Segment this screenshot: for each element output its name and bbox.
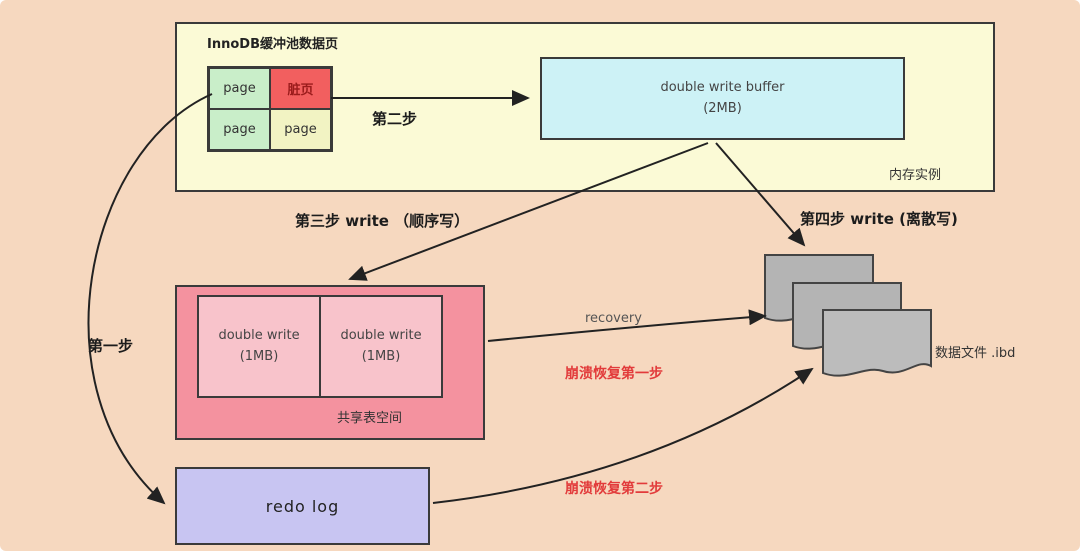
crash-recovery-step1-label: 崩溃恢复第一步 (565, 366, 663, 382)
page-cell: page (209, 68, 270, 109)
double-write-block-2: double write (1MB) (319, 295, 443, 398)
crash-recovery-step2-label: 崩溃恢复第二步 (565, 481, 663, 497)
step2-label: 第二步 (372, 110, 418, 128)
block-1-title: double write (218, 328, 300, 344)
data-file-stack (764, 254, 932, 377)
block-2-title: double write (340, 328, 422, 344)
double-write-blocks: double write (1MB) double write (1MB) (197, 295, 443, 398)
double-write-block-1: double write (1MB) (197, 295, 321, 398)
step1-label: 第一步 (88, 337, 134, 355)
data-file-label: 数据文件 .ibd (935, 346, 1016, 361)
step3-label: 第三步 write （顺序写） (295, 212, 470, 230)
dirty-page-cell: 脏页 (270, 68, 331, 109)
redo-log-label: redo log (265, 496, 340, 516)
block-2-size: (1MB) (361, 348, 401, 364)
shared-tablespace-label: 共享表空间 (337, 411, 403, 426)
double-write-buffer-title: double write buffer (660, 80, 785, 96)
recovery-label: recovery (585, 311, 642, 326)
data-file-icon (822, 309, 932, 377)
page-cell: page (209, 109, 270, 150)
redo-log-box: redo log (175, 467, 430, 545)
page-grid: page 脏页 page page (207, 66, 333, 152)
shared-tablespace-box: double write (1MB) double write (1MB) 共享… (175, 285, 485, 440)
memory-instance-label: 内存实例 (888, 168, 941, 183)
double-write-buffer-size: (2MB) (703, 100, 742, 116)
block-1-size: (1MB) (239, 348, 279, 364)
step4-label: 第四步 write (离散写) (800, 210, 958, 228)
double-write-buffer-box: double write buffer (2MB) (540, 57, 905, 140)
buffer-pool-title: InnoDB缓冲池数据页 (207, 37, 338, 52)
page-cell: page (270, 109, 331, 150)
